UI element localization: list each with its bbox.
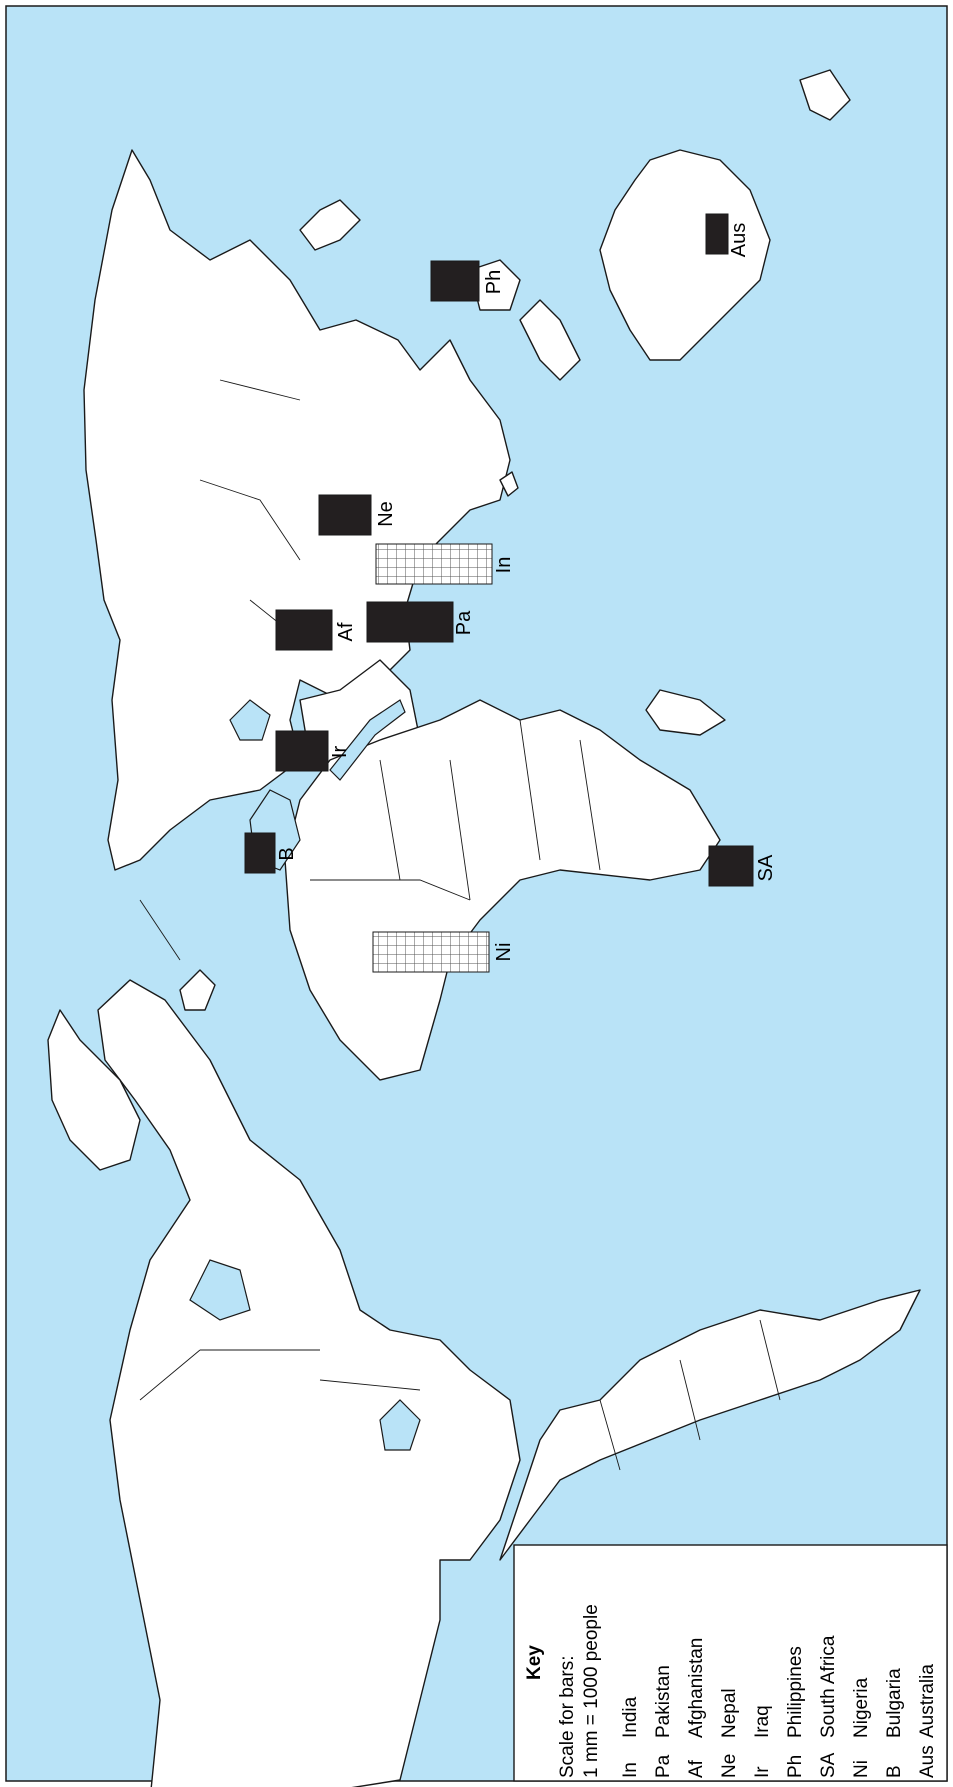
key-entry-name: Australia [917,1664,938,1738]
bar-pa [366,601,454,643]
caspian [229,699,271,741]
country-borders [139,379,781,1471]
japan [299,199,361,251]
bar-label-ne: Ne [375,501,397,527]
australia [599,149,771,361]
key-entry-code: Af [686,1759,707,1778]
bar-af [275,609,333,651]
bar-label-b: B [276,847,298,860]
bar-label-in: In [493,557,515,574]
borneo [469,259,521,311]
key-entry-code: In [620,1762,641,1778]
key-entry-name: Philippines [785,1646,806,1738]
key-entry-code: Ir [752,1766,773,1778]
key-entry-code: Ne [719,1754,740,1778]
bar-sa [708,845,754,887]
key-entry-name: Bulgaria [884,1668,905,1738]
bar-aus [705,213,729,255]
key-entry-name: Iraq [752,1705,773,1738]
key-entry-code: B [884,1765,905,1778]
new-zealand [799,69,851,121]
bar-label-ni: Ni [493,943,515,962]
africa [284,699,721,1081]
key-entry-code: SA [818,1752,839,1778]
key-entry-code: Ni [851,1760,872,1778]
bar-ne [318,494,372,536]
bar-label-pa: Pa [453,610,475,635]
sri-lanka [499,471,519,497]
bar-ir [275,730,329,772]
north-america [97,979,521,1787]
bar-label-aus: Aus [728,223,750,257]
key-box: Key Scale for bars: 1 mm = 1000 people I… [513,1544,948,1782]
greenland [47,1009,141,1171]
key-entry-code: Pa [653,1754,674,1778]
key-entry-name: Pakistan [653,1665,674,1738]
south-america [499,1289,921,1561]
key-entry-name: South Africa [818,1635,839,1738]
key-entry-name: Nepal [719,1688,740,1738]
key-title: Key [524,1645,545,1680]
key-entry-name: Nigeria [851,1677,872,1738]
madagascar [645,689,726,736]
gulf-of-mexico [379,1399,421,1451]
bar-ni [372,931,490,973]
bar-b [244,832,276,874]
key-entry-name: Afghanistan [686,1638,707,1738]
bar-label-sa: SA [755,854,777,881]
key-entry-code: Ph [785,1755,806,1778]
bar-ph [430,260,480,302]
bar-label-ph: Ph [483,270,505,294]
key-entry-code: Aus [917,1745,938,1778]
hudson-bay [189,1259,251,1321]
key-background [513,1544,948,1782]
bar-in [375,543,493,585]
landmasses [47,69,921,1787]
key-entry-name: India [620,1696,641,1738]
bar-label-af: Af [335,622,357,641]
uk [179,969,216,1011]
indonesia [519,299,581,381]
key-scale-line2: 1 mm = 1000 people [581,1604,602,1778]
key-scale-line1: Scale for bars: [557,1656,578,1779]
red-sea [329,699,406,781]
bar-label-ir: Ir [329,746,351,759]
